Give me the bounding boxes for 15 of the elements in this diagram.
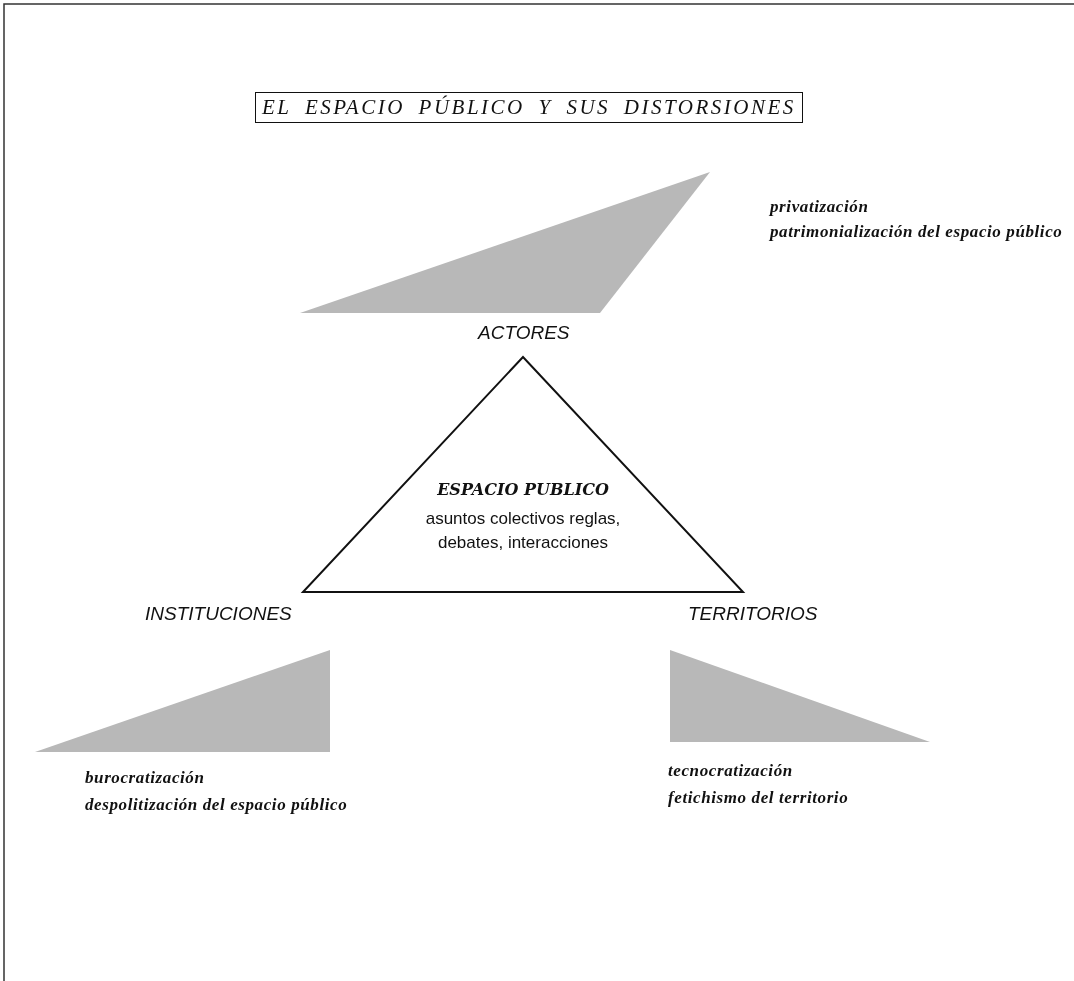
distortion-text: despolitización del espacio público — [85, 795, 348, 815]
distortion-text: fetichismo del territorio — [668, 788, 849, 808]
title: EL ESPACIO PÚBLICO Y SUS DISTORSIONES — [255, 92, 803, 123]
distortion-text: tecnocratización — [668, 761, 793, 781]
node-text: asuntos colectivos reglas, debates, interacciones — [424, 508, 622, 554]
vertex-label: TERRITORIOS — [688, 603, 818, 625]
wedge-shape — [35, 650, 330, 752]
node-heading: ESPACIO PUBLICO — [437, 480, 609, 499]
distortion-text: privatización — [770, 197, 869, 217]
vertex-label: ACTORES — [478, 322, 570, 344]
distortion-text: patrimonialización del espacio público — [770, 222, 1063, 242]
distortion-text: burocratización — [85, 768, 205, 788]
wedge-shape — [300, 172, 710, 313]
wedge-shape — [670, 650, 930, 742]
vertex-label: INSTITUCIONES — [145, 603, 292, 625]
